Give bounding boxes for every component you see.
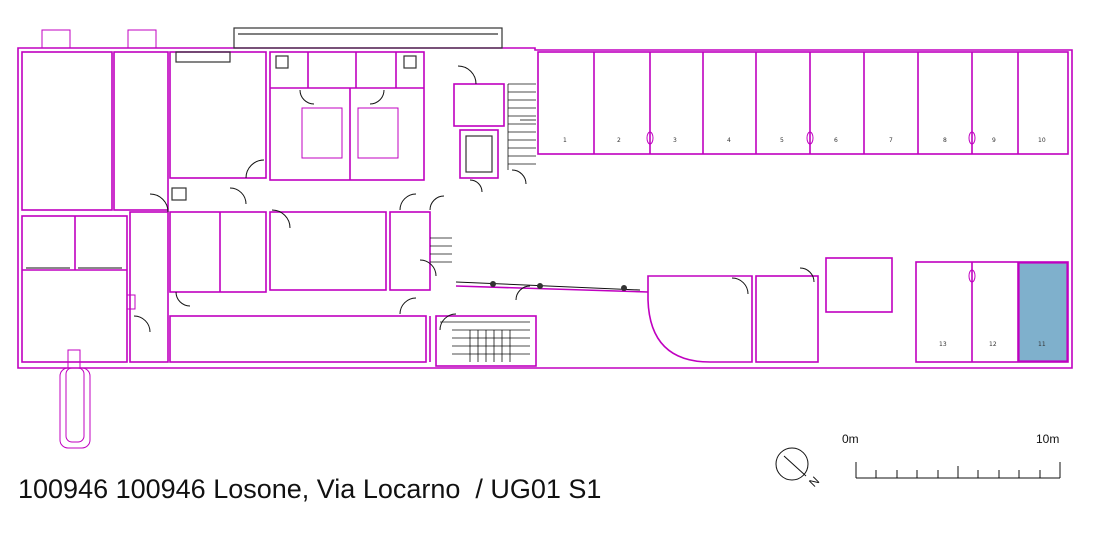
unit-label-9: 9 — [992, 137, 996, 144]
outer-walls — [17, 27, 1073, 449]
unit-labels: 1 2 3 4 5 6 7 8 9 10 11 12 13 — [563, 137, 1046, 348]
corridor-rail — [455, 281, 649, 293]
plan-title: 100946 100946 Losone, Via Locarno / UG01… — [18, 474, 602, 504]
scale-bar: 0m 10m — [842, 432, 1061, 479]
unit-label-2: 2 — [617, 137, 621, 144]
stairs — [430, 83, 537, 367]
left-rooms — [21, 51, 169, 363]
unit-label-8: 8 — [943, 137, 947, 144]
unit-label-13: 13 — [939, 341, 947, 348]
scale-end-label: 10m — [1036, 432, 1059, 446]
storage-row-top — [537, 51, 1069, 155]
storage-unit-11-highlight — [1018, 262, 1068, 362]
storage-row-bottom — [647, 257, 1069, 363]
north-label: N — [806, 474, 822, 490]
north-arrow: N — [775, 447, 822, 490]
unit-label-6: 6 — [834, 137, 838, 144]
unit-label-3: 3 — [673, 137, 677, 144]
unit-label-10: 10 — [1038, 137, 1046, 144]
unit-label-11: 11 — [1038, 341, 1046, 348]
scale-start-label: 0m — [842, 432, 859, 446]
unit-label-1: 1 — [563, 137, 567, 144]
unit-label-5: 5 — [780, 137, 784, 144]
unit-label-7: 7 — [889, 137, 893, 144]
unit-label-4: 4 — [727, 137, 731, 144]
central-rooms — [129, 51, 431, 363]
unit-label-12: 12 — [989, 341, 997, 348]
door-swings — [133, 65, 815, 333]
